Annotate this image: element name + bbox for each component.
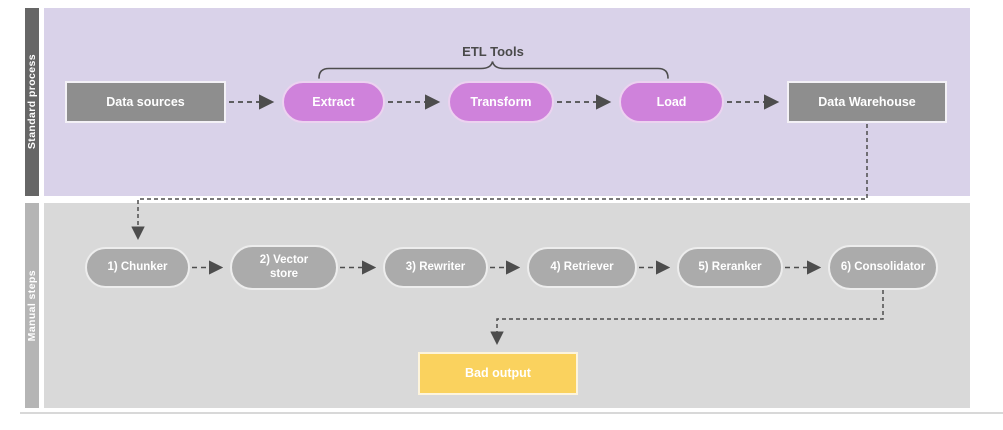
- node-vector-store: 2) Vector store: [230, 245, 338, 290]
- node-vector-store-label: 2) Vector store: [259, 254, 309, 280]
- etl-tools-label: ETL Tools: [462, 44, 524, 59]
- bottom-divider-line: [20, 412, 1003, 414]
- lane-label-manual-steps: Manual steps: [26, 269, 38, 342]
- node-consolidator: 6) Consolidator: [828, 245, 938, 290]
- node-data-sources: Data sources: [65, 81, 226, 123]
- node-retriever: 4) Retriever: [527, 247, 637, 288]
- node-chunker: 1) Chunker: [85, 247, 190, 288]
- lane-tab-standard-process: Standard process: [25, 8, 39, 196]
- node-extract: Extract: [282, 81, 385, 123]
- lane-label-standard-process: Standard process: [26, 54, 38, 150]
- lane-tab-manual-steps: Manual steps: [25, 203, 39, 408]
- node-consolidator-label: 6) Consolidator: [840, 260, 926, 273]
- node-data-warehouse: Data Warehouse: [787, 81, 947, 123]
- node-rewriter: 3) Rewriter: [383, 247, 488, 288]
- node-load: Load: [619, 81, 724, 123]
- node-bad-output: Bad output: [418, 352, 578, 395]
- node-transform: Transform: [448, 81, 554, 123]
- node-reranker: 5) Reranker: [677, 247, 783, 288]
